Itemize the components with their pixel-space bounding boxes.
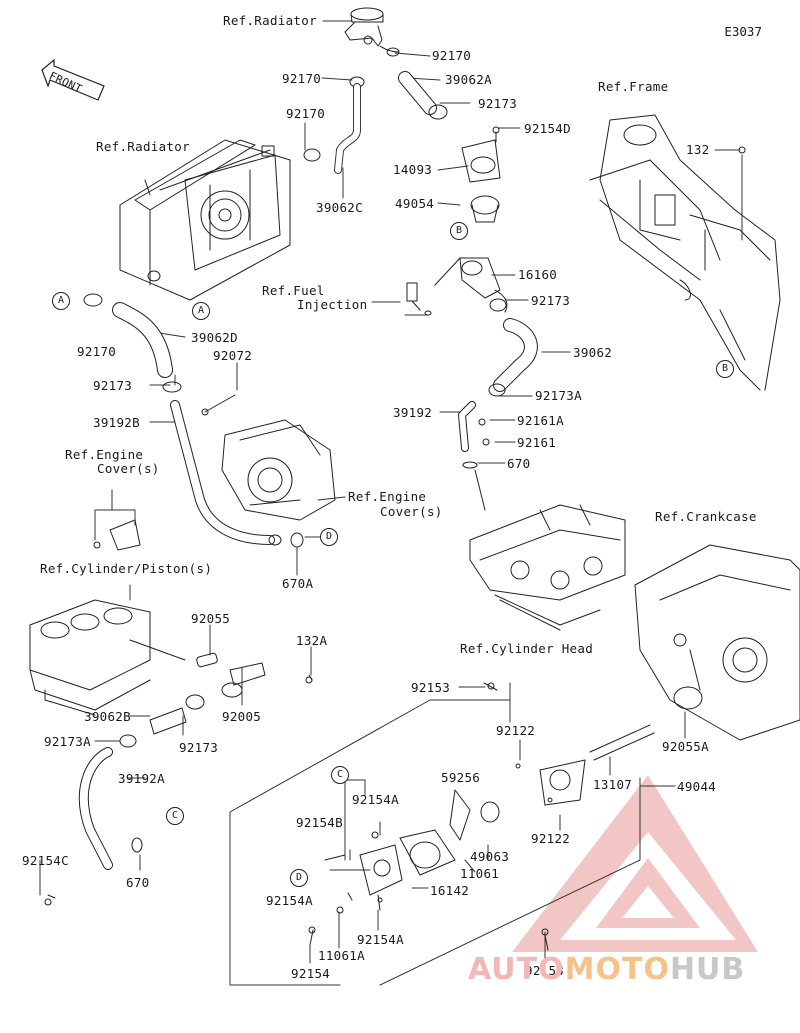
ref-cylinder-piston: Ref.Cylinder/Piston(s) [40, 561, 213, 576]
sensor-drawing [406, 282, 432, 316]
part-label: 39062B [84, 709, 131, 724]
watermark-part1: AUTO [468, 952, 565, 987]
callout-d-pump: D [290, 869, 308, 887]
part-label: 92122 [531, 831, 571, 846]
ref-fuel-injection-line1: Ref.Fuel [262, 283, 325, 298]
callout-a-left: A [52, 292, 70, 310]
part-label: 92173 [478, 96, 518, 111]
part-label: 39192 [393, 405, 433, 420]
ref-engine-cover-right-line1: Ref.Engine [348, 489, 427, 504]
part-label: 59256 [441, 770, 481, 785]
part-label: 14093 [393, 162, 433, 177]
part-label: 92161A [517, 413, 564, 428]
hoses-left [83, 293, 304, 548]
callout-b-frame: B [716, 360, 734, 378]
ref-fuel-injection-line2: Injection [297, 297, 368, 312]
ref-engine-cover-left-line1: Ref.Engine [65, 447, 144, 462]
part-label: 92173A [535, 388, 582, 403]
pump-group-frame [229, 682, 641, 986]
callout-b-thermostat: B [450, 222, 468, 240]
part-label: 92153 [525, 963, 565, 978]
part-label: 92154A [352, 792, 399, 807]
part-label: 92154 [291, 966, 331, 981]
part-label: 49054 [395, 196, 435, 211]
leader-lines [39, 20, 743, 964]
part-label: 92154C [22, 853, 69, 868]
front-arrow-icon [41, 58, 105, 101]
part-label: 92154B [296, 815, 343, 830]
callout-c-pump: C [331, 766, 349, 784]
cylinder-head-drawing [469, 504, 626, 631]
radiator-cap-drawing [344, 7, 400, 57]
ref-frame: Ref.Frame [598, 79, 669, 94]
part-label: 670 [507, 456, 531, 471]
part-label: 39192B [93, 415, 140, 430]
crankcase-drawing [634, 544, 800, 741]
part-label: 92170 [286, 106, 326, 121]
part-label: 39192A [118, 771, 165, 786]
part-label: 39062A [445, 72, 492, 87]
part-label: 39062 [573, 345, 613, 360]
bolts [308, 146, 746, 681]
ref-cylinder-head: Ref.Cylinder Head [460, 641, 594, 656]
part-label: 13107 [593, 777, 633, 792]
callout-d-pipe: D [320, 528, 338, 546]
part-label: 670A [282, 576, 314, 591]
part-label: 92173 [531, 293, 571, 308]
bracket-drawing [93, 519, 141, 551]
watermark-part2: MOTO [564, 952, 670, 987]
hoses-top [303, 71, 448, 174]
watermark-triangle [512, 775, 758, 952]
part-label: 92072 [213, 348, 253, 363]
frame-drawing [589, 114, 781, 391]
ref-radiator-top: Ref.Radiator [223, 13, 317, 28]
watermark-part3: HUB [669, 952, 746, 987]
part-label: 92005 [222, 709, 262, 724]
part-label: 92122 [496, 723, 536, 738]
diagram-code: E3037 [724, 24, 762, 39]
part-label: 92154D [524, 121, 571, 136]
part-label: 39062D [191, 330, 238, 345]
part-label: 11061A [318, 948, 365, 963]
watermark-logo: AUTOMOTOHUB [468, 952, 745, 987]
ref-engine-cover-left-line2: Cover(s) [97, 461, 160, 476]
part-label: 92170 [77, 344, 117, 359]
part-label: 92154A [266, 893, 313, 908]
part-label: 92173 [93, 378, 133, 393]
part-label: 92170 [282, 71, 322, 86]
part-label: 16160 [518, 267, 558, 282]
part-label: 92055 [191, 611, 231, 626]
part-label: 39062C [316, 200, 363, 215]
thermostat-housing-drawing [434, 126, 508, 313]
part-label: 670 [126, 875, 150, 890]
part-label: 92055A [662, 739, 709, 754]
small-parts-left [44, 652, 313, 906]
cylinder-block-drawing [29, 599, 186, 716]
ref-crankcase: Ref.Crankcase [655, 509, 757, 524]
hoses-middle [458, 318, 538, 511]
ref-radiator: Ref.Radiator [96, 139, 190, 154]
ref-engine-cover-right-line2: Cover(s) [380, 504, 443, 519]
part-label: 49044 [677, 779, 717, 794]
part-label: 92161 [517, 435, 557, 450]
callout-a-radiator: A [192, 302, 210, 320]
part-label: 92170 [432, 48, 472, 63]
water-pump-drawing [308, 682, 703, 951]
engine-cover-drawing [221, 419, 336, 521]
part-label: 49063 [470, 849, 510, 864]
part-label: 92173 [179, 740, 219, 755]
part-label: 92153 [411, 680, 451, 695]
part-label: 92154A [357, 932, 404, 947]
part-label: 132 [686, 142, 710, 157]
part-label: 16142 [430, 883, 470, 898]
callout-c-hose: C [166, 807, 184, 825]
part-label: 132A [296, 633, 328, 648]
part-label: 92173A [44, 734, 91, 749]
part-label: 11061 [460, 866, 500, 881]
radiator-drawing [119, 139, 291, 301]
